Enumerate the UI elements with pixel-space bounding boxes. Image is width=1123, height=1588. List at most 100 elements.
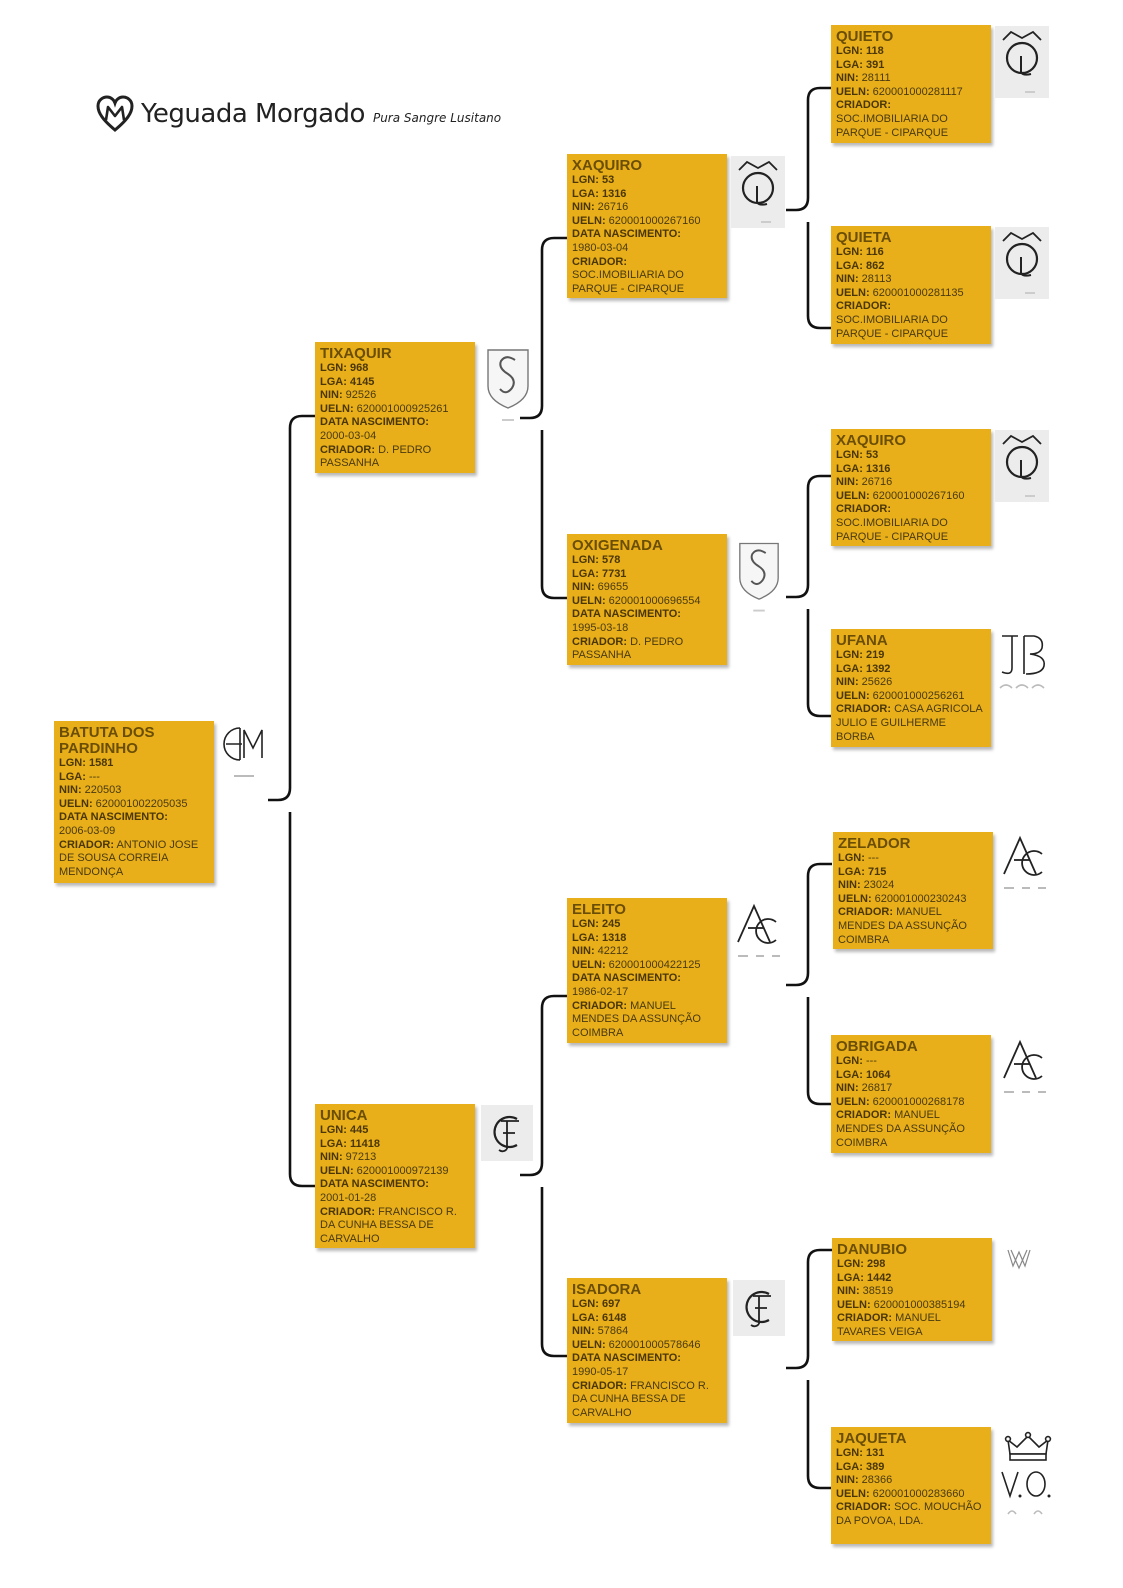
horse-name: ISADORA xyxy=(572,1281,642,1298)
lgn-label: LGN: xyxy=(572,1298,599,1310)
horse-card-ddd[interactable]: JAQUETA LGN: 131 LGA: 389 NIN: 28366 UEL… xyxy=(831,1427,991,1544)
horse-card-sire-dam[interactable]: OXIGENADA LGN: 578 LGA: 7731 NIN: 69655 … xyxy=(567,534,727,665)
lgn-value: 578 xyxy=(601,554,621,566)
ueln-value: 620001000267160 xyxy=(608,214,701,227)
breeder-value: SOC.IMOBILIARIA DO PARQUE - CIPARQUE xyxy=(836,112,949,139)
nin-value: 26817 xyxy=(861,1082,893,1095)
lga-label: LGA: xyxy=(320,1137,347,1150)
lgn-value: --- xyxy=(865,1055,877,1067)
horse-card-sire-sire[interactable]: XAQUIRO LGN: 53 LGA: 1316 NIN: 26716 UEL… xyxy=(567,154,727,298)
nin-label: NIN: xyxy=(836,476,859,489)
lga-value: --- xyxy=(88,770,100,783)
horse-card-dss[interactable]: ZELADOR LGN: --- LGA: 715 NIN: 23024 UEL… xyxy=(833,832,993,949)
lgn-value: 131 xyxy=(865,1447,885,1459)
AC-brand-icon xyxy=(1003,835,1046,889)
lga-value: 391 xyxy=(865,58,885,71)
horse-card-dds[interactable]: DANUBIO LGN: 298 LGA: 1442 NIN: 38519 UE… xyxy=(832,1238,992,1341)
lgn-label: LGN: xyxy=(572,174,599,186)
horse-card-sss[interactable]: QUIETO LGN: 118 LGA: 391 NIN: 28111 UELN… xyxy=(831,25,991,143)
lga-label: LGA: xyxy=(837,1271,864,1284)
nin-label: NIN: xyxy=(572,581,595,594)
horse-name: TIXAQUIR xyxy=(320,345,392,362)
ueln-label: UELN: xyxy=(320,1164,354,1177)
lgn-value: 445 xyxy=(349,1124,369,1136)
ueln-label: UELN: xyxy=(838,892,872,905)
breeder-label: CRIADOR: xyxy=(836,703,891,716)
birthdate-label: DATA NASCIMENTO: xyxy=(572,972,681,985)
nin-label: NIN: xyxy=(572,201,595,214)
nin-label: NIN: xyxy=(572,945,595,958)
ueln-label: UELN: xyxy=(59,797,93,810)
lga-value: 1316 xyxy=(865,462,891,475)
lgn-label: LGN: xyxy=(320,1124,347,1136)
horse-card-dam-dam[interactable]: ISADORA LGN: 697 LGA: 6148 NIN: 57864 UE… xyxy=(567,1278,727,1423)
breeder-value: SOC.IMOBILIARIA DO PARQUE - CIPARQUE xyxy=(836,516,949,543)
birthdate-label: DATA NASCIMENTO: xyxy=(572,1352,681,1365)
lgn-value: 968 xyxy=(349,362,369,374)
breeder-value: SOC.IMOBILIARIA DO PARQUE - CIPARQUE xyxy=(572,269,685,295)
horse-name: BATUTA DOS PARDINHO xyxy=(59,724,155,757)
horse-name: QUIETA xyxy=(836,229,892,246)
breeder-value: D. PEDRO PASSANHA xyxy=(572,635,684,662)
horse-name: UFANA xyxy=(836,632,888,649)
horse-card-dsd[interactable]: OBRIGADA LGN: --- LGA: 1064 NIN: 26817 U… xyxy=(831,1035,991,1153)
nin-value: 38519 xyxy=(862,1285,894,1298)
nin-label: NIN: xyxy=(320,389,343,402)
breeder-label: CRIADOR: xyxy=(836,1501,891,1514)
lga-label: LGA: xyxy=(836,58,863,71)
yeguada-morgado-logo: Yeguada Morgado Pura Sangre Lusitano xyxy=(95,92,501,136)
breeder-label: CRIADOR: xyxy=(837,1312,892,1325)
nin-value: 57864 xyxy=(597,1325,629,1338)
horse-name: JAQUETA xyxy=(836,1430,907,1447)
ueln-label: UELN: xyxy=(836,85,870,98)
nin-value: 26716 xyxy=(597,201,629,214)
lga-label: LGA: xyxy=(838,865,865,878)
lga-label: LGA: xyxy=(836,1068,863,1081)
ueln-value: 620001000925261 xyxy=(356,402,449,415)
lgn-label: LGN: xyxy=(836,649,863,661)
birthdate-label: DATA NASCIMENTO: xyxy=(320,1178,429,1191)
horse-card-sire[interactable]: TIXAQUIR LGN: 968 LGA: 4145 NIN: 92526 U… xyxy=(315,342,475,473)
lgn-label: LGN: xyxy=(836,1447,863,1459)
lgn-label: LGN: xyxy=(836,1055,863,1067)
birthdate-value: 2006-03-09 xyxy=(59,824,116,837)
breeder-label: CRIADOR: xyxy=(59,838,114,851)
lgn-value: 697 xyxy=(601,1298,621,1310)
lgn-label: LGN: xyxy=(838,852,865,864)
horse-card-sds[interactable]: XAQUIRO LGN: 53 LGA: 1316 NIN: 26716 UEL… xyxy=(831,429,991,546)
lga-label: LGA: xyxy=(572,567,599,580)
breeder-label: CRIADOR: xyxy=(572,1379,627,1392)
breeder-value: MANUEL TAVARES VEIGA xyxy=(837,1312,941,1338)
breeder-value: MANUEL MENDES DA ASSUNÇÃO COIMBRA xyxy=(572,999,701,1039)
nin-label: NIN: xyxy=(838,879,861,892)
horse-card-subject[interactable]: BATUTA DOS PARDINHO LGN: 1581 LGA: --- N… xyxy=(54,721,214,883)
ueln-value: 620001000256261 xyxy=(872,689,965,702)
horse-name: XAQUIRO xyxy=(836,432,907,449)
nin-label: NIN: xyxy=(572,1325,595,1338)
lgn-value: 116 xyxy=(865,246,884,258)
nin-value: 42212 xyxy=(597,945,629,958)
lga-value: 862 xyxy=(865,259,885,272)
lgn-value: 118 xyxy=(865,45,884,57)
horse-name: OBRIGADA xyxy=(836,1038,918,1055)
horse-card-dam-sire[interactable]: ELEITO LGN: 245 LGA: 1318 NIN: 42212 UEL… xyxy=(567,898,727,1043)
breeder-value: MANUEL MENDES DA ASSUNÇÃO COIMBRA xyxy=(836,1109,965,1149)
lga-value: 6148 xyxy=(601,1311,627,1324)
birthdate-value: 1990-05-17 xyxy=(572,1365,629,1378)
ueln-label: UELN: xyxy=(836,689,870,702)
S-shield-brand-icon xyxy=(487,349,529,421)
lga-value: 1392 xyxy=(865,662,891,675)
AC-brand-icon xyxy=(737,903,780,957)
horse-card-dam[interactable]: UNICA LGN: 445 LGA: 11418 NIN: 97213 UEL… xyxy=(315,1104,475,1248)
breeder-label: CRIADOR: xyxy=(320,443,375,456)
lgn-label: LGN: xyxy=(837,1258,864,1270)
horse-name: QUIETO xyxy=(836,28,894,45)
AM-brand-icon xyxy=(223,727,263,777)
horse-card-ssd[interactable]: QUIETA LGN: 116 LGA: 862 NIN: 28113 UELN… xyxy=(831,226,991,344)
lgn-label: LGN: xyxy=(836,246,863,258)
horse-card-sdd[interactable]: UFANA LGN: 219 LGA: 1392 NIN: 25626 UELN… xyxy=(831,629,991,747)
breeder-label: CRIADOR: xyxy=(836,300,891,313)
crown-VO-brand-icon xyxy=(1001,1431,1052,1515)
ueln-value: 620001000696554 xyxy=(608,594,701,607)
